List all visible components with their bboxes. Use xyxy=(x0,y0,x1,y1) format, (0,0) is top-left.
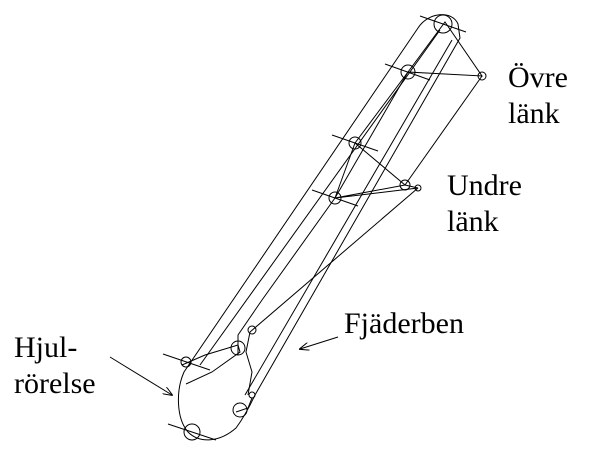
tick-top xyxy=(420,16,466,32)
upper-link-label-line-1: Övre xyxy=(508,61,568,94)
outer-housing-outline xyxy=(178,15,460,440)
joint-upper-link-end xyxy=(478,72,486,80)
lower-link-label: Undre länk xyxy=(447,168,522,240)
tick-hub-upper xyxy=(163,354,210,370)
arrow-wheel-travel xyxy=(110,357,172,395)
joint-mid xyxy=(349,137,361,149)
joint-strut-mount xyxy=(248,326,256,334)
tick-lower-pivot xyxy=(312,190,358,206)
lower-link-label-line-2: länk xyxy=(447,205,499,238)
tick-upper-pivot xyxy=(385,64,430,80)
joint-hub-upper xyxy=(181,357,191,367)
strut-label-line-1: Fjäderben xyxy=(344,307,464,340)
wheel-carrier-lower xyxy=(236,398,252,412)
joint-wheel-carrier xyxy=(231,341,245,355)
wheel-travel-label-line-2: rörelse xyxy=(14,367,96,400)
wheel-travel-label-line-1: Hjul- xyxy=(14,331,78,364)
spring-strut-body xyxy=(246,188,418,395)
lower-link-to-pivot xyxy=(355,143,405,185)
upper-link-diagonal xyxy=(405,76,482,185)
upper-link-label-line-2: länk xyxy=(508,97,560,130)
lower-link xyxy=(335,185,418,198)
wheel-carrier xyxy=(182,345,240,384)
joint-hub-lower xyxy=(233,403,247,417)
upper-link-label: Övre länk xyxy=(508,60,568,132)
arrow-strut xyxy=(300,337,338,349)
joint-upper-pivot xyxy=(401,65,415,79)
wheel-travel-label: Hjul- rörelse xyxy=(14,330,96,402)
joint-lower-pivot xyxy=(329,192,341,204)
tick-bottom xyxy=(168,424,216,440)
joint-lower-link-end xyxy=(400,180,410,190)
joint-strut-bottom xyxy=(249,392,255,398)
strut-label: Fjäderben xyxy=(344,306,464,342)
strut-connector-2 xyxy=(335,72,408,198)
upper-link xyxy=(408,22,482,76)
joint-lower-link-end-2 xyxy=(415,185,421,191)
strut-connector-1 xyxy=(355,72,408,143)
strut-connector-3 xyxy=(335,143,355,198)
joint-top xyxy=(434,15,452,33)
tick-mid xyxy=(332,135,378,151)
inner-edge-right xyxy=(245,40,452,395)
lower-link-label-line-1: Undre xyxy=(447,169,522,202)
joint-bottom xyxy=(184,424,200,440)
